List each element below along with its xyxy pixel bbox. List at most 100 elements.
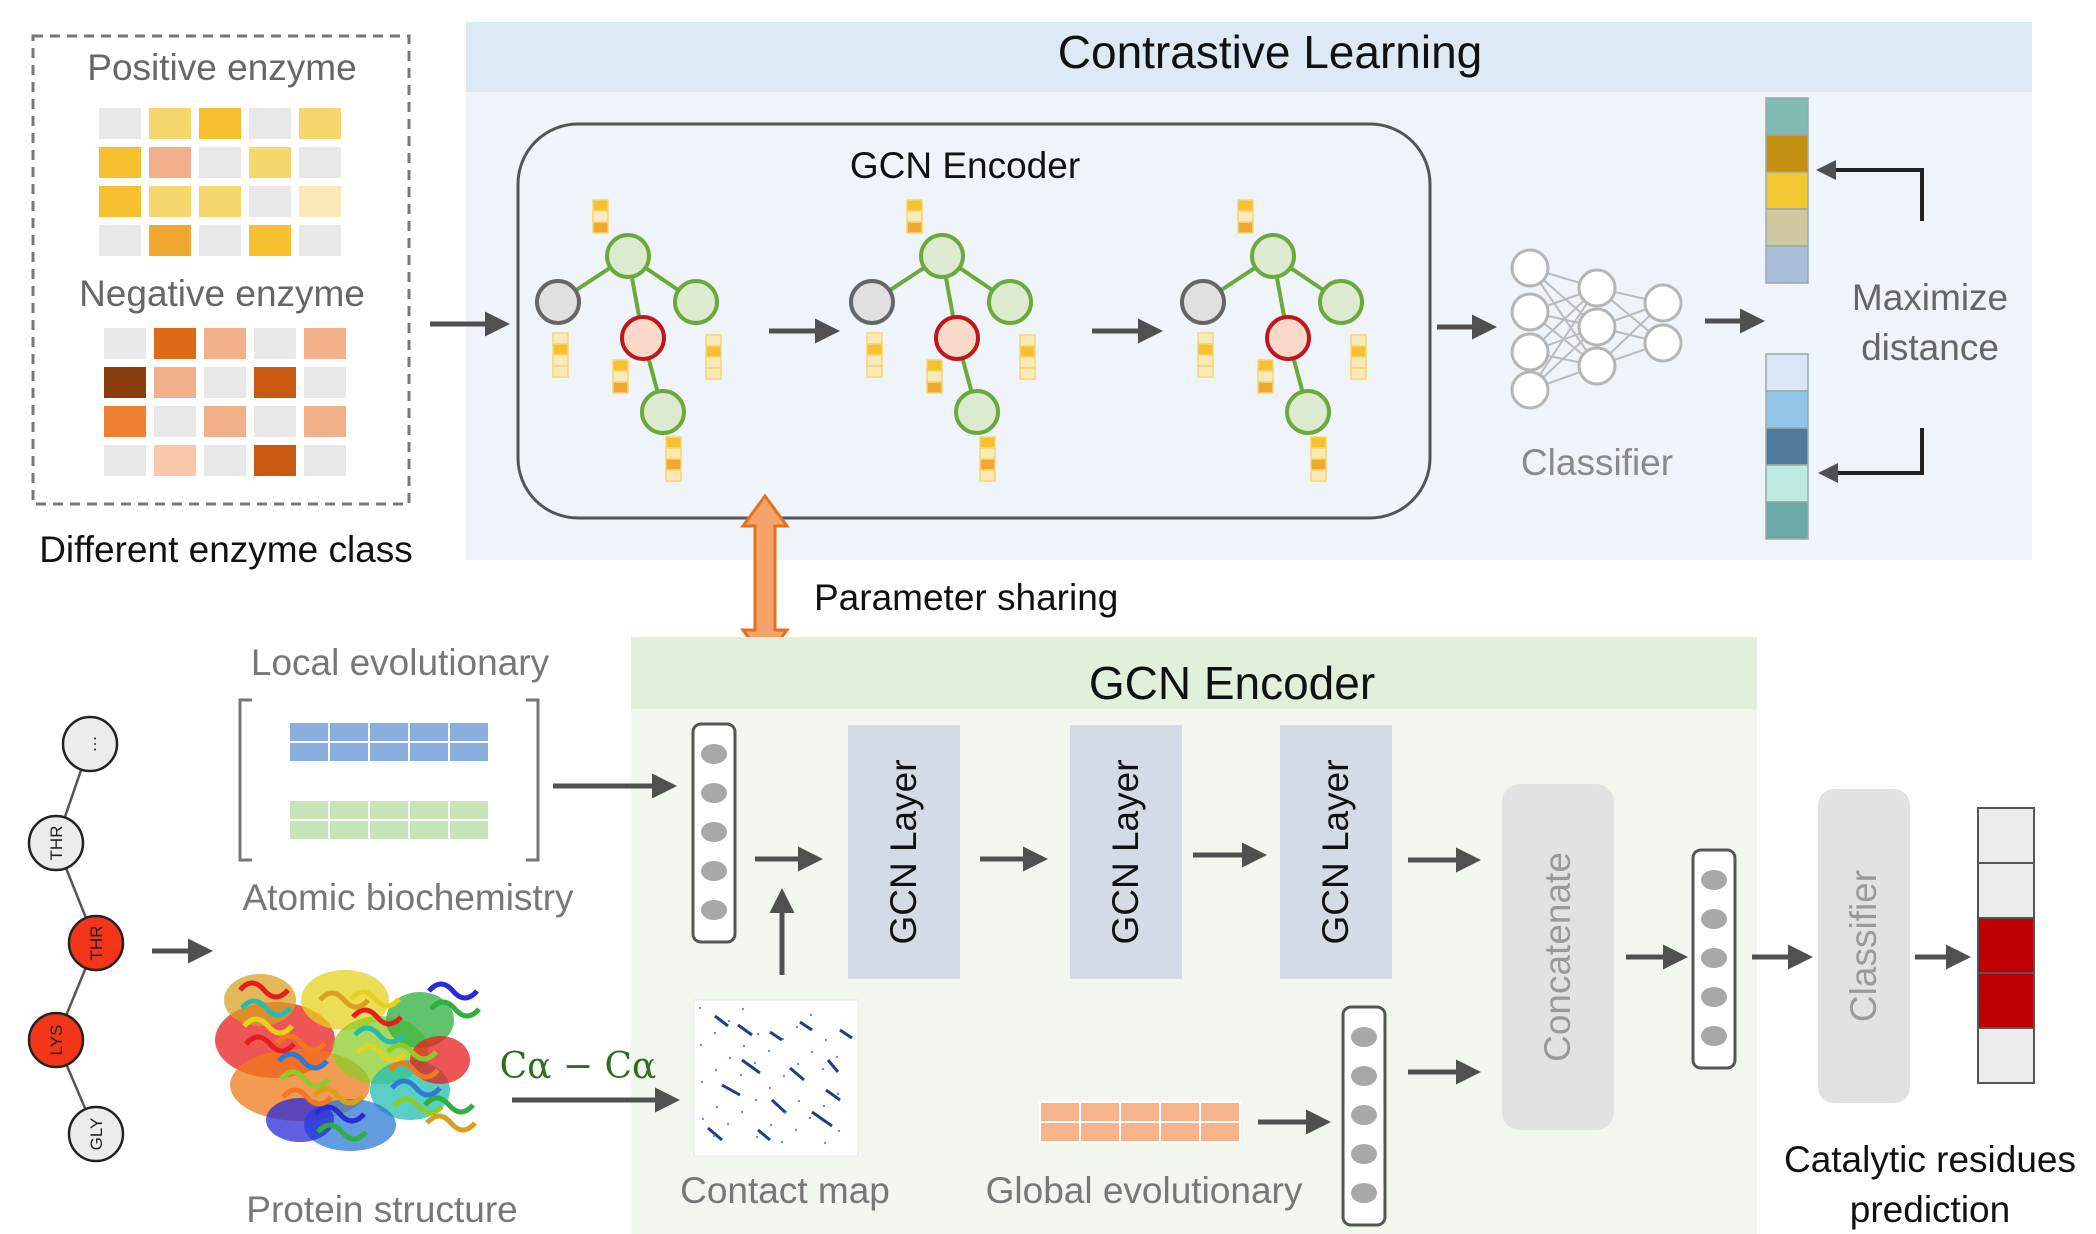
feature-cell	[906, 199, 923, 212]
feature-cell	[1350, 345, 1367, 358]
feature-cell	[979, 447, 996, 460]
grid-cell	[199, 186, 241, 217]
column-node	[1351, 1027, 1377, 1047]
nn-node	[1577, 307, 1617, 347]
feature-cell	[665, 469, 682, 482]
positive-enzyme-grid	[99, 108, 341, 256]
contact-segment	[770, 1098, 788, 1115]
grid-cell	[254, 367, 296, 398]
feature-cell	[592, 221, 609, 234]
contact-dot	[739, 1073, 743, 1077]
protein-coil	[429, 999, 481, 1019]
embedding-cell	[1765, 134, 1809, 173]
feature-cell	[612, 381, 629, 394]
protein-coil	[390, 1078, 442, 1098]
protein-coil	[238, 980, 290, 1000]
svg-text:GCN Layer: GCN Layer	[883, 759, 924, 944]
column-node	[1701, 948, 1727, 968]
contact-dot	[794, 1128, 798, 1132]
nn-node	[1577, 346, 1617, 386]
gcn-layer-1: GCN Layer	[848, 725, 960, 979]
graph-snapshot	[849, 199, 1036, 482]
embedding-cell	[1765, 390, 1809, 429]
protein-coil	[275, 1033, 327, 1053]
column-node	[1351, 1066, 1377, 1086]
protein-coil	[240, 998, 292, 1018]
output-cell	[1977, 862, 2035, 919]
residue-node	[61, 715, 119, 773]
feature-cell	[1197, 332, 1214, 345]
protein-structure-image	[215, 970, 481, 1151]
contact-dot	[767, 1049, 771, 1053]
graph-snapshots	[535, 199, 1367, 482]
enzyme-class-panel	[31, 34, 411, 506]
node-green	[919, 233, 965, 279]
feature-bracket-right	[526, 698, 540, 862]
grid-cell	[99, 186, 141, 217]
grid-cell	[149, 186, 191, 217]
contact-dot	[753, 1061, 757, 1065]
output-cell	[1977, 917, 2035, 974]
protein-coil	[281, 1087, 333, 1107]
contact-segment	[707, 1126, 723, 1142]
contact-dot	[769, 1123, 773, 1127]
grid-cell	[299, 186, 341, 217]
feature-cell	[1197, 365, 1214, 378]
protein-coil	[388, 1060, 440, 1080]
protein-coil	[353, 1025, 405, 1045]
contact-dot	[822, 1104, 826, 1108]
protein-coil	[277, 1051, 329, 1071]
contact-dot	[821, 1067, 825, 1071]
gcn-layer-3: GCN Layer	[1280, 725, 1392, 979]
concatenate-block: Concatenate	[1502, 784, 1614, 1130]
protein-coil	[427, 981, 479, 1001]
grid-cell	[304, 445, 346, 476]
feature-cell	[1237, 221, 1254, 234]
node-red	[934, 315, 980, 361]
negative-enzyme-grid	[104, 328, 346, 476]
grid-cell	[154, 445, 196, 476]
contact-segment	[799, 1020, 813, 1032]
protein-coil	[349, 989, 401, 1009]
negative-enzyme-label: Negative enzyme	[79, 273, 365, 314]
grid-cell	[204, 406, 246, 437]
grid-cell	[204, 367, 246, 398]
bottom-encoder-title-band	[631, 637, 1757, 709]
feature-cell	[552, 365, 569, 378]
nn-node	[1510, 292, 1550, 332]
grid-cell	[249, 225, 291, 256]
contact-dot	[742, 1044, 746, 1048]
nn-node	[1510, 248, 1550, 288]
contact-dot	[795, 1025, 799, 1029]
contact-segment	[839, 1028, 853, 1040]
feature-cell	[866, 354, 883, 367]
contact-dot	[715, 1105, 719, 1109]
contact-dot	[741, 1007, 745, 1011]
grid-cell	[154, 328, 196, 359]
contact-dot	[713, 1031, 717, 1035]
graph-snapshot	[1180, 199, 1367, 482]
column-node	[1701, 987, 1727, 1007]
local-evolutionary-feature	[288, 721, 490, 763]
column-node	[701, 900, 727, 920]
node-red	[620, 315, 666, 361]
grid-cell	[249, 147, 291, 178]
gcn-layer-2: GCN Layer	[1070, 725, 1182, 979]
contrastive-title-band	[466, 22, 2032, 92]
contact-dot	[780, 1140, 784, 1144]
feature-cell	[906, 210, 923, 223]
contact-dot	[699, 1043, 703, 1047]
grid-cell	[104, 406, 146, 437]
feature-cell	[1257, 359, 1274, 372]
grid-cell	[154, 406, 196, 437]
nn-node	[1510, 332, 1550, 372]
column-node	[701, 744, 727, 764]
grid-cell	[249, 108, 291, 139]
feature-bracket-left	[238, 698, 252, 862]
feature-cell	[906, 221, 923, 234]
contact-dot	[727, 1019, 731, 1023]
feature-cell	[1019, 356, 1036, 369]
global-node-column	[1341, 1005, 1387, 1227]
protein-structure-label: Protein structure	[246, 1189, 517, 1230]
